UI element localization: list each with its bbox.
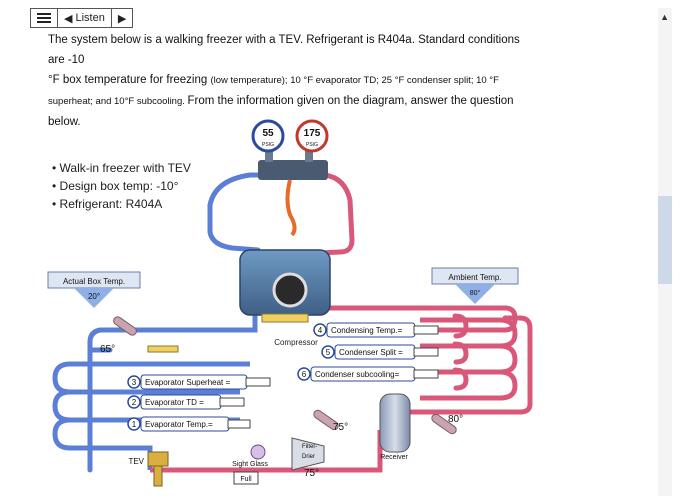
question-2-number: 2 [132,398,137,407]
play-icon: ▶ [117,12,127,25]
question-2: 2 Evaporator TD = [127,394,245,410]
actual-box-label: Actual Box Temp. [63,277,125,286]
menu-icon [37,13,51,23]
scroll-up-icon[interactable]: ▲ [660,12,669,22]
evaporator-temp-answer[interactable] [227,419,251,429]
listen-button[interactable]: ◀ Listen [58,9,112,27]
high-gauge-unit: PSIG [306,142,318,148]
condenser-subcooling-answer[interactable] [413,369,439,379]
filter-drier: Filter- Drier [291,437,325,471]
question-line-4: below. [48,116,81,128]
high-side-gauge: 175 PSIG [295,119,329,153]
condenser-subcooling-label: Condenser subcooling= [315,370,400,379]
question-5: 5 Condenser Split = [321,344,439,360]
tev-valve: TEV [128,451,169,487]
question-4-number: 4 [318,326,323,335]
evaporator-temp-label: Evaporator Temp.= [145,420,213,429]
ambient-label: Ambient Temp. [448,273,501,282]
suction-temp: 65° [100,344,115,355]
charging-hose-icon [285,179,297,237]
speaker-icon: ◀ [64,12,73,25]
condenser-thermometer-icon [431,413,457,435]
receiver-tank: Receiver [379,393,411,461]
bullet-walk-in: • Walk-in freezer with TEV [52,161,191,175]
high-gauge-value: 175 [304,128,321,139]
evaporator-coil [52,361,250,470]
question-line-3: superheat; and 10°F subcooling. From the… [48,91,528,112]
question-line-2b: (low temperature); 10 °F evaporator TD; … [210,75,499,86]
sight-glass-value: Full [240,476,252,483]
ambient-temp-box: Ambient Temp. 80° [431,267,519,304]
play-button[interactable]: ▶ [112,9,132,27]
sight-glass: Sight Glass Full [232,444,268,485]
receiver-label: Receiver [380,454,408,461]
question-line-3b: From the information given on the diagra… [187,95,514,107]
sight-glass-label: Sight Glass [232,461,268,468]
filter-drier-label-2: Drier [302,454,315,460]
question-4: 4 Condensing Temp.= [313,322,439,338]
question-text: The system below is a walking freezer wi… [48,30,528,132]
evaporator-superheat-answer[interactable] [245,377,271,387]
question-3-number: 3 [132,378,137,387]
liquid-temp-top: 75° [333,422,348,433]
condenser-split-label: Condenser Split = [339,348,403,357]
question-6: 6 Condenser subcooling= [297,366,439,382]
question-5-number: 5 [326,348,331,357]
evaporator-td-answer[interactable] [219,397,245,407]
condenser-split-answer[interactable] [413,347,439,357]
ambient-value: 80° [470,289,481,297]
actual-box-temp-box: Actual Box Temp. 20° [47,271,141,308]
menu-button[interactable] [31,9,58,27]
suction-thermometer-icon [113,316,137,336]
low-gauge-unit: PSIG [262,142,274,148]
question-1-number: 1 [132,420,137,429]
scroll-thumb[interactable] [658,196,672,284]
question-3: 3 Evaporator Superheat = [127,374,271,390]
liquid-line-thermometer-icon [313,409,339,431]
listen-label: Listen [75,12,105,24]
question-line-3a: superheat; and 10°F subcooling. [48,96,188,107]
low-side-gauge: 55 PSIG [251,119,285,153]
compressor: Compressor [239,249,331,347]
bullet-design-temp: • Design box temp: -10° [52,179,179,193]
suction-line [87,172,271,473]
condensing-temp-answer[interactable] [413,325,439,335]
question-line-2a: °F box temperature for freezing [48,74,211,86]
tev-label: TEV [128,457,144,466]
condensing-temp-label: Condensing Temp.= [331,326,403,335]
condenser-coil [420,317,518,401]
compressor-label: Compressor [274,338,318,347]
low-gauge-value: 55 [262,128,274,139]
filter-drier-label-1: Filter- [302,444,317,450]
liquid-temp-bottom: 75° [304,468,319,479]
sensing-bulb [147,345,179,353]
condenser-out-temp: 80° [448,414,463,425]
question-1: 1 Evaporator Temp.= [127,416,251,432]
evaporator-superheat-label: Evaporator Superheat = [145,378,230,387]
bullet-refrigerant: • Refrigerant: R404A [52,197,162,211]
question-line-2: °F box temperature for freezing (low tem… [48,70,528,91]
question-6-number: 6 [302,370,307,379]
actual-box-value: 20° [88,292,100,301]
reader-toolbar: ◀ Listen ▶ [30,8,134,28]
evaporator-td-label: Evaporator TD = [145,398,204,407]
question-line-1: The system below is a walking freezer wi… [48,34,520,66]
gauge-manifold [258,148,328,180]
